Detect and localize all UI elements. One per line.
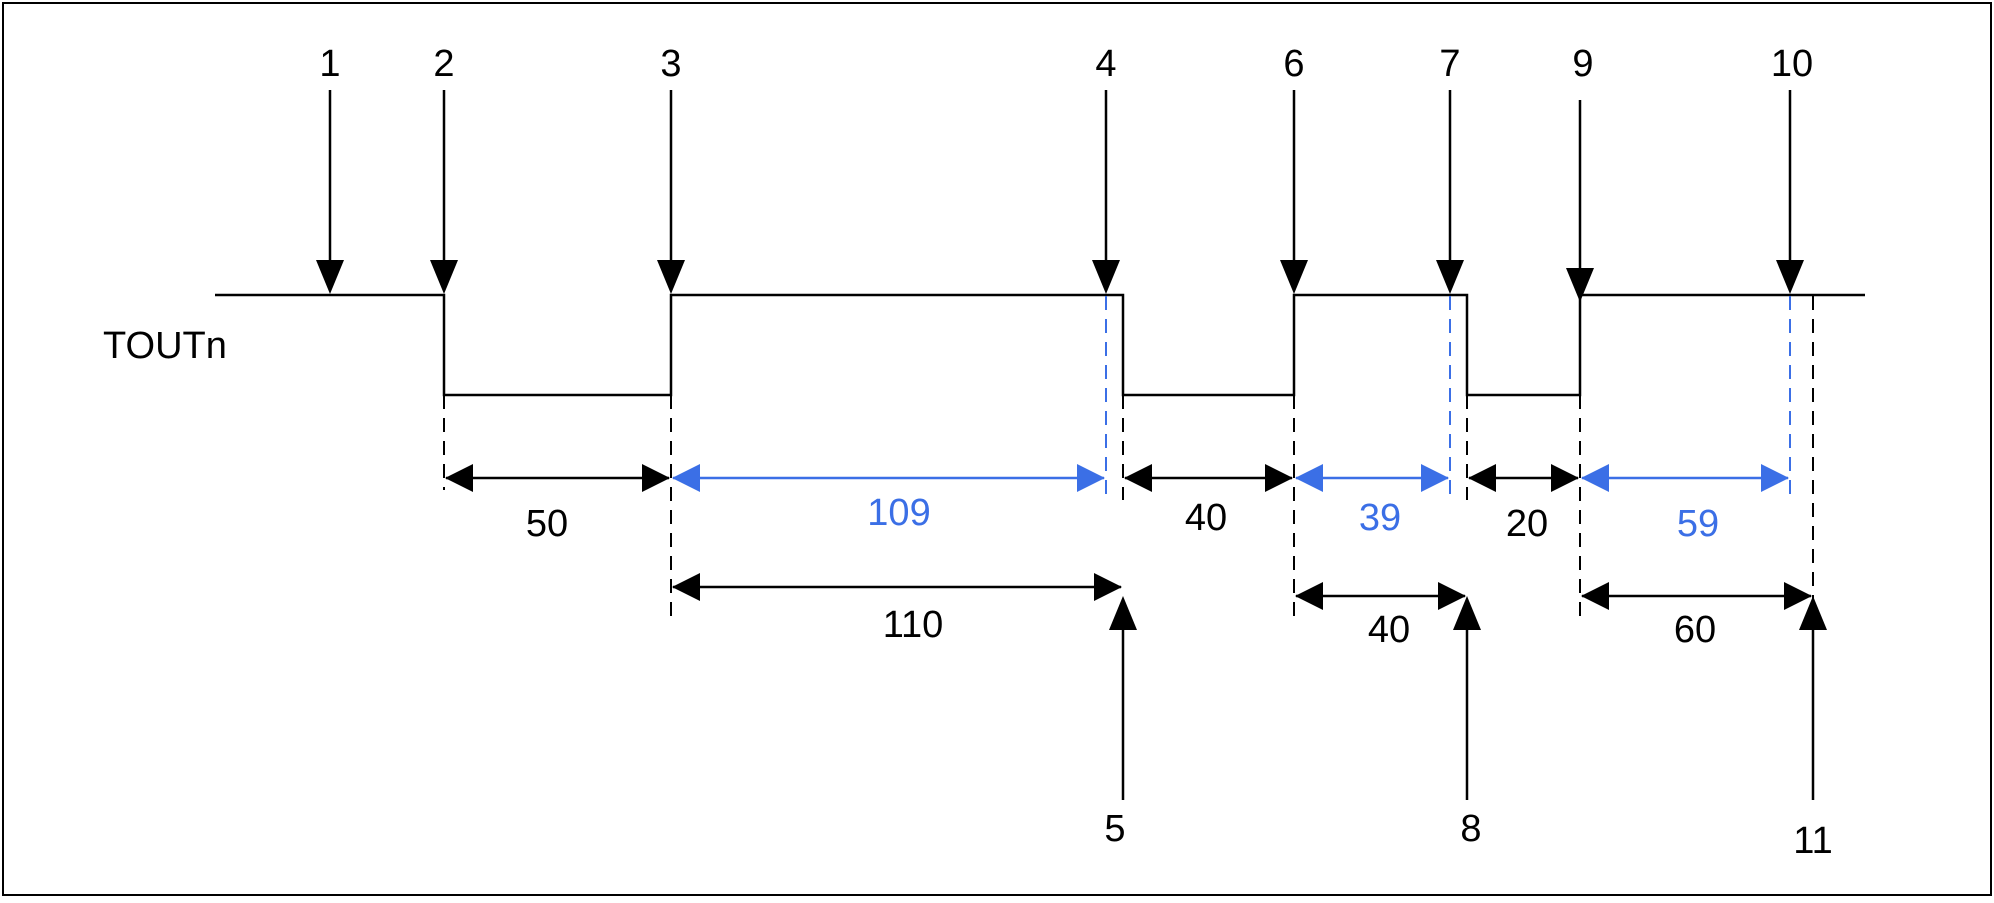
top-event-labels: 1 2 3 4 6 7 9 10 xyxy=(319,43,1813,85)
event-arrowhead-5 xyxy=(1109,596,1137,630)
event-arrowhead-10 xyxy=(1776,260,1804,294)
duration-row-2: 110 40 60 xyxy=(672,573,1812,651)
event-label-8: 8 xyxy=(1460,808,1481,850)
event-arrowhead-1 xyxy=(316,260,344,294)
event-label-6: 6 xyxy=(1283,43,1304,85)
top-event-arrows xyxy=(316,90,1804,302)
duration-row-1: 50 109 40 39 20 59 xyxy=(445,464,1789,545)
duration-label-110: 110 xyxy=(883,604,944,646)
event-arrowhead-6 xyxy=(1280,260,1308,294)
tout-waveform xyxy=(215,293,1865,397)
event-arrowhead-7 xyxy=(1436,260,1464,294)
duration-label-59: 59 xyxy=(1677,503,1719,545)
event-label-4: 4 xyxy=(1095,43,1116,85)
duration-label-109: 109 xyxy=(867,492,930,534)
event-label-5: 5 xyxy=(1104,808,1125,850)
event-arrowhead-8 xyxy=(1453,596,1481,630)
event-arrowhead-4 xyxy=(1092,260,1120,294)
event-arrowhead-11 xyxy=(1799,596,1827,630)
event-label-9: 9 xyxy=(1572,43,1593,85)
event-arrowhead-2 xyxy=(430,260,458,294)
bottom-event-arrows xyxy=(1109,596,1827,800)
reference-dashed-lines xyxy=(443,296,1814,625)
event-label-7: 7 xyxy=(1439,43,1460,85)
duration-label-40b: 40 xyxy=(1368,609,1410,651)
duration-label-39: 39 xyxy=(1359,497,1401,539)
duration-label-60: 60 xyxy=(1674,609,1716,651)
duration-label-50: 50 xyxy=(526,503,568,545)
event-label-1: 1 xyxy=(319,43,340,85)
bottom-event-labels: 5 8 11 xyxy=(1104,808,1832,862)
duration-label-20: 20 xyxy=(1506,503,1548,545)
signal-label: TOUTn xyxy=(103,325,227,367)
event-label-3: 3 xyxy=(660,43,681,85)
event-arrowhead-9 xyxy=(1566,268,1594,302)
duration-label-40a: 40 xyxy=(1185,497,1227,539)
event-label-11: 11 xyxy=(1793,820,1832,862)
event-label-10: 10 xyxy=(1771,43,1813,85)
event-arrowhead-3 xyxy=(657,260,685,294)
event-label-2: 2 xyxy=(433,43,454,85)
